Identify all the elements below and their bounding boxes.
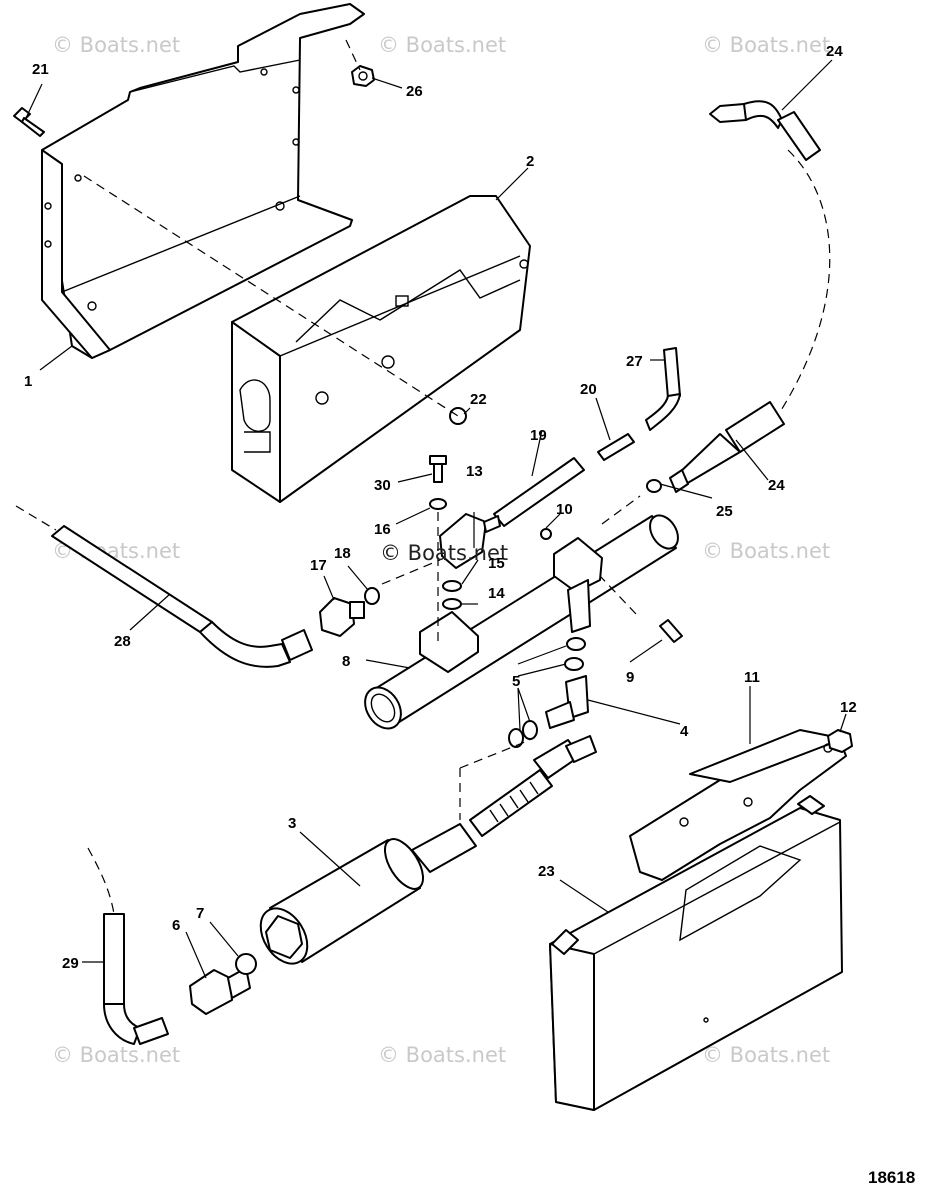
- orings-part-5: [508, 637, 586, 748]
- screw-part-21: [13, 107, 45, 137]
- watermark-top-center: © Boats.net: [378, 33, 506, 57]
- oring-part-15: [442, 580, 462, 592]
- watermark-bottom-left: © Boats.net: [52, 1043, 180, 1067]
- bracket-part-1: [41, 3, 365, 359]
- callout-8: 8: [342, 653, 350, 670]
- callout-19: 19: [530, 427, 547, 444]
- callout-24-lower: 24: [768, 477, 785, 494]
- watermark-center: © Boats.net: [380, 541, 508, 565]
- callout-25: 25: [716, 503, 733, 520]
- callout-24-upper: 24: [826, 43, 843, 60]
- callout-2: 2: [526, 153, 534, 170]
- nut-part-26: [351, 65, 375, 87]
- plug-part-22: [449, 407, 467, 425]
- watermark-bottom-right: © Boats.net: [702, 1043, 830, 1067]
- callout-16: 16: [374, 521, 391, 538]
- pump-part-3: [259, 735, 597, 965]
- plug-part-17: [319, 597, 365, 637]
- callout-5: 5: [512, 673, 520, 690]
- hose-part-24-upper: [709, 100, 821, 161]
- callout-21: 21: [32, 61, 49, 78]
- callout-15: 15: [488, 555, 505, 572]
- callout-26: 26: [406, 83, 423, 100]
- housing-part-2: [231, 195, 531, 503]
- callout-28: 28: [114, 633, 131, 650]
- screw-part-9: [659, 619, 683, 643]
- watermarks: © Boats.net © Boats.net © Boats.net © Bo…: [52, 33, 830, 1067]
- callout-10: 10: [556, 501, 573, 518]
- callout-14: 14: [488, 585, 505, 602]
- callout-4: 4: [680, 723, 689, 740]
- fitting-part-20: [597, 433, 635, 461]
- callout-13: 13: [466, 463, 483, 480]
- callout-7: 7: [196, 905, 204, 922]
- callouts: 1 2 3 4 5 6 7 8 9 10 11 12 13 14 15 16 1…: [24, 43, 857, 972]
- ball-part-7: [235, 953, 257, 975]
- fitting-part-6: [189, 967, 251, 1015]
- callout-27: 27: [626, 353, 643, 370]
- plug-part-10: [540, 528, 552, 540]
- hose-part-28: [51, 525, 313, 668]
- oring-part-25: [646, 479, 662, 493]
- nut-part-12: [827, 729, 853, 753]
- watermark-top-left: © Boats.net: [52, 33, 180, 57]
- callout-22: 22: [470, 391, 487, 408]
- washer-part-18: [364, 587, 380, 605]
- callout-17: 17: [310, 557, 327, 574]
- oring-part-14: [442, 598, 462, 610]
- callout-20: 20: [580, 381, 597, 398]
- tank-part-23: [549, 795, 843, 1111]
- hose-part-29: [103, 913, 169, 1045]
- callout-30: 30: [374, 477, 391, 494]
- callout-1: 1: [24, 373, 32, 390]
- watermark-top-right: © Boats.net: [702, 33, 830, 57]
- callout-18: 18: [334, 545, 351, 562]
- document-number: 18618: [868, 1168, 916, 1187]
- watermark-mid-right: © Boats.net: [702, 539, 830, 563]
- callout-9: 9: [626, 669, 634, 686]
- watermark-bottom-center: © Boats.net: [378, 1043, 506, 1067]
- callout-11: 11: [744, 669, 760, 686]
- callout-3: 3: [288, 815, 296, 832]
- callout-29: 29: [62, 955, 79, 972]
- bolt-part-30: [429, 455, 447, 483]
- washer-part-16: [429, 498, 447, 510]
- rail-part-8: [364, 514, 679, 730]
- leader-lines: [25, 59, 847, 979]
- dashed-lines: [15, 39, 831, 915]
- callout-6: 6: [172, 917, 180, 934]
- elbow-part-4: [545, 675, 589, 729]
- callout-12: 12: [840, 699, 857, 716]
- callout-23: 23: [538, 863, 555, 880]
- tube-part-19: [493, 457, 585, 527]
- hose-part-27: [645, 347, 681, 431]
- hose-part-24-lower: [669, 401, 785, 493]
